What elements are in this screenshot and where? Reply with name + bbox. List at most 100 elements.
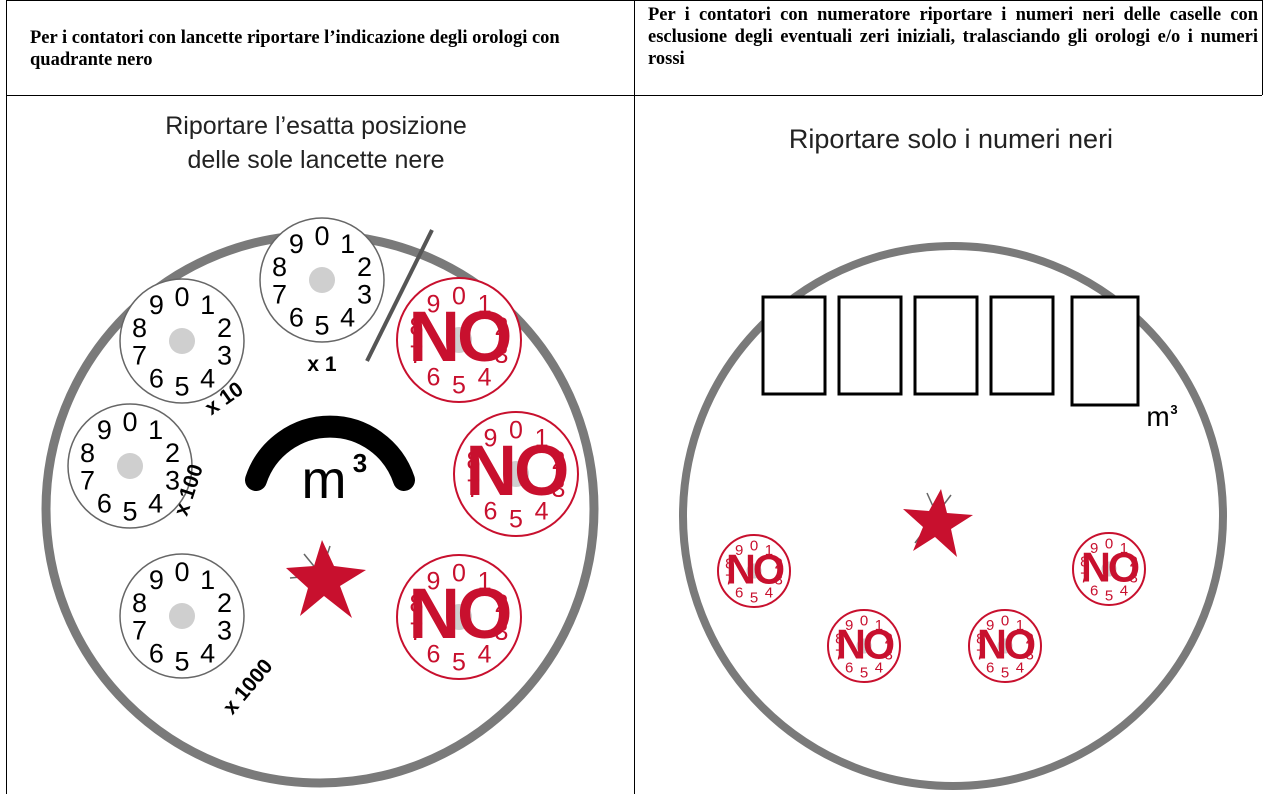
dial-x1000-digit-0: 0 (174, 557, 189, 587)
red-dial-middle-digit-0: 0 (509, 416, 523, 444)
dial-x1-digit-9: 9 (289, 229, 304, 259)
dial-x1000-hub (168, 602, 196, 630)
unit-label-exponent: 3 (353, 448, 367, 478)
counter-red-dial-1-digit-2: 2 (775, 555, 783, 572)
red-dial-bottom-digit-1: 1 (478, 567, 492, 595)
dial-x10-digit-2: 2 (217, 313, 232, 343)
left-caption-line-1: Riportare l’esatta posizione (165, 112, 467, 140)
counter-red-dial-1-digit-7: 7 (725, 571, 733, 588)
red-dial-bottom-hub (445, 603, 473, 631)
red-dial-middle-digit-3: 3 (552, 475, 566, 503)
counter-red-dial-3-digit-5: 5 (1001, 664, 1009, 681)
dial-x1000-digit-2: 2 (217, 588, 232, 618)
right-column-header: Per i contatori con numeratore riportare… (648, 5, 1258, 69)
counter-red-dial-4-digit-8: 8 (1080, 553, 1088, 570)
counter-red-dial-3-no-label: NO (977, 621, 1035, 667)
red-dial-top-no-label: NO (409, 297, 510, 377)
digit-box-4 (989, 295, 1055, 396)
counter-red-dial-1-no-label: NO (726, 546, 784, 592)
dial-x10-digit-3: 3 (217, 341, 232, 371)
counter-red-dial-1-digit-5: 5 (750, 589, 758, 606)
counter-red-dial-2-digit-9: 9 (845, 617, 853, 634)
dial-x1-digit-8: 8 (272, 252, 287, 282)
dial-x1000-digit-3: 3 (217, 616, 232, 646)
dial-x1000-digit-5: 5 (174, 646, 189, 676)
counter-red-dial-4-no-label: NO (1081, 544, 1139, 590)
counter-red-dial-4-digit-9: 9 (1090, 540, 1098, 557)
dial-x100-digit-4: 4 (148, 488, 163, 518)
counter-red-dial-2-hub (856, 638, 872, 654)
dial-x1-digit-1: 1 (340, 229, 355, 259)
red-dial-top-digit-3: 3 (495, 341, 509, 369)
red-dial-middle-no-label: NO (466, 431, 567, 511)
dial-x100-digit-0: 0 (122, 407, 137, 437)
counter-red-dial-3-digit-6: 6 (986, 660, 994, 677)
unit-arch (245, 415, 415, 491)
dial-x1-digit-2: 2 (357, 252, 372, 282)
flow-indicator-star (286, 540, 366, 618)
table-left-border (6, 0, 7, 794)
counter-red-dial-2-digit-1: 1 (875, 617, 883, 634)
dial-x10-digit-8: 8 (132, 313, 147, 343)
digit-box-2 (837, 295, 903, 396)
dial-x10-digit-0: 0 (174, 282, 189, 312)
red-dial-top-hub (445, 326, 473, 354)
unit-label-m: m (302, 450, 347, 510)
dial-x10-digit-6: 6 (149, 363, 164, 393)
digit-boxes (761, 295, 1140, 407)
red-dial-bottom-digit-6: 6 (426, 641, 440, 669)
dial-x10-digit-7: 7 (132, 341, 147, 371)
red-dial-bottom-digit-0: 0 (452, 559, 466, 587)
dial-x1-digit-5: 5 (314, 310, 329, 340)
dial-x1000-digit-7: 7 (132, 616, 147, 646)
counter-red-dial-3-digit-3: 3 (1026, 646, 1034, 663)
red-dial-middle-digit-2: 2 (552, 447, 566, 475)
counter-flow-star (903, 489, 973, 557)
dial-x100-digit-2: 2 (165, 438, 180, 468)
counter-red-dial-2-digit-3: 3 (885, 646, 893, 663)
dial-x10-digit-9: 9 (149, 290, 164, 320)
counter-red-dial-2-digit-7: 7 (835, 646, 843, 663)
red-dial-middle-digit-6: 6 (483, 498, 497, 526)
red-dial-middle-digit-9: 9 (483, 424, 497, 452)
red-dial-bottom-digit-3: 3 (495, 618, 509, 646)
dial-x1000-digit-1: 1 (200, 565, 215, 595)
dial-x1000-digit-9: 9 (149, 565, 164, 595)
dial-divider-line (365, 229, 434, 362)
dial-x100-digit-7: 7 (80, 466, 95, 496)
dial-x1-digit-4: 4 (340, 302, 355, 332)
dial-x10-digit-5: 5 (174, 371, 189, 401)
counter-red-dial-1-digit-8: 8 (725, 555, 733, 572)
counter-unit-m: m (1146, 401, 1169, 432)
red-dial-top-digit-2: 2 (495, 313, 509, 341)
counter-red-dial-4-digit-6: 6 (1090, 583, 1098, 600)
counter-red-dial-2-digit-8: 8 (835, 630, 843, 647)
dial-x10-hub (168, 327, 196, 355)
counter-red-dial-4-digit-5: 5 (1105, 587, 1113, 604)
dial-x1-hub (308, 266, 336, 294)
counter-red-dial-4-digit-4: 4 (1120, 583, 1128, 600)
counter-red-dial-4-digit-1: 1 (1120, 540, 1128, 557)
red-dial-middle-digit-8: 8 (467, 447, 481, 475)
red-dial-bottom-digit-5: 5 (452, 649, 466, 677)
counter-red-dial-1-digit-1: 1 (765, 542, 773, 559)
red-dial-middle-digit-4: 4 (535, 498, 549, 526)
counter-red-dial-3-digit-8: 8 (976, 630, 984, 647)
red-dial-top-digit-1: 1 (478, 290, 492, 318)
counter-red-dial-3-digit-2: 2 (1026, 630, 1034, 647)
red-dial-bottom-digit-2: 2 (495, 590, 509, 618)
counter-red-dial-1-digit-9: 9 (735, 542, 743, 559)
counter-red-dial-3-hub (997, 638, 1013, 654)
counter-red-dial-1-digit-3: 3 (775, 571, 783, 588)
red-dial-top-digit-0: 0 (452, 282, 466, 310)
dial-x1-digit-3: 3 (357, 280, 372, 310)
